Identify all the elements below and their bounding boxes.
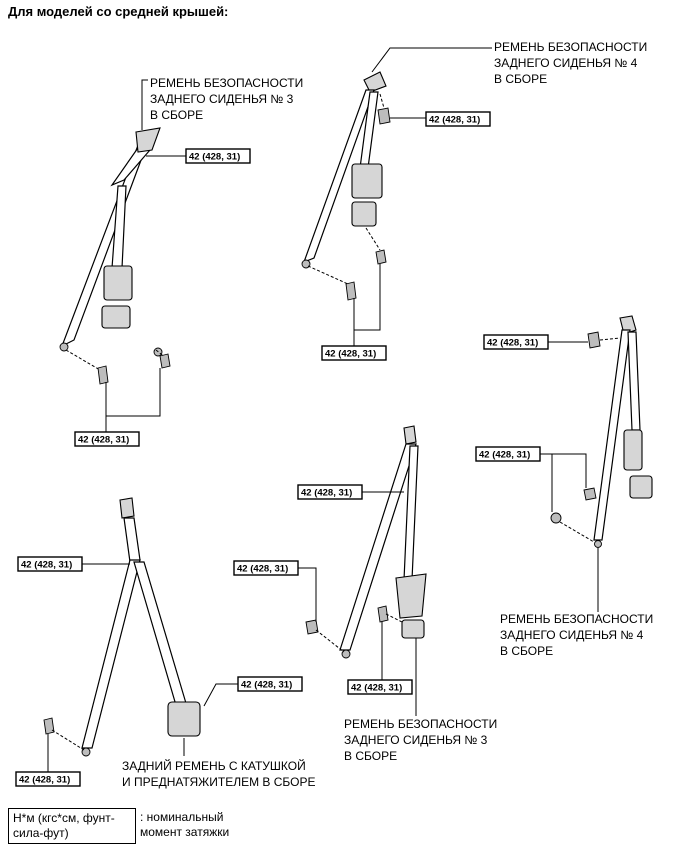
torque-value: 42 (428, 31) xyxy=(237,564,288,575)
torque-box: 42 (428, 31) xyxy=(483,334,549,350)
torque-value: 42 (428, 31) xyxy=(479,450,530,461)
label-rear-retractor: ЗАДНИЙ РЕМЕНЬ С КАТУШКОЙ И ПРЕДНАТЯЖИТЕЛ… xyxy=(122,758,316,789)
torque-box: 42 (428, 31) xyxy=(321,345,387,361)
torque-value: 42 (428, 31) xyxy=(487,338,538,349)
torque-value: 42 (428, 31) xyxy=(19,775,70,786)
torque-box: 42 (428, 31) xyxy=(297,484,363,500)
label-belt3-bottom: РЕМЕНЬ БЕЗОПАСНОСТИ ЗАДНЕГО СИДЕНЬЯ № 3 … xyxy=(344,717,501,763)
torque-box: 42 (428, 31) xyxy=(74,431,140,447)
label-belt3-top: РЕМЕНЬ БЕЗОПАСНОСТИ ЗАДНЕГО СИДЕНЬЯ № 3 … xyxy=(150,76,307,122)
torque-value: 42 (428, 31) xyxy=(301,488,352,499)
torque-box: 42 (428, 31) xyxy=(233,560,299,576)
torque-legend: Н*м (кгс*см, фунт-сила-фут): номинальный… xyxy=(8,808,229,844)
torque-value: 42 (428, 31) xyxy=(351,683,402,694)
torque-box: 42 (428, 31) xyxy=(425,111,491,127)
torque-value: 42 (428, 31) xyxy=(429,115,480,126)
torque-box: 42 (428, 31) xyxy=(17,556,83,572)
torque-box: 42 (428, 31) xyxy=(475,446,541,462)
diagram-title: Для моделей со средней крышей: xyxy=(8,4,229,19)
torque-value: 42 (428, 31) xyxy=(241,680,292,691)
rear-retractor-assembly xyxy=(43,497,238,772)
belt-assembly-4-right xyxy=(540,315,653,612)
torque-value: 42 (428, 31) xyxy=(21,560,72,571)
torque-box: 42 (428, 31) xyxy=(347,679,413,695)
torque-box: 42 (428, 31) xyxy=(15,771,81,787)
belt-assembly-4-top xyxy=(301,47,492,346)
torque-value: 42 (428, 31) xyxy=(189,152,240,163)
label-belt4-top: РЕМЕНЬ БЕЗОПАСНОСТИ ЗАДНЕГО СИДЕНЬЯ № 4 … xyxy=(494,40,651,86)
torque-value: 42 (428, 31) xyxy=(78,435,129,446)
belt-assembly-3-top xyxy=(59,79,186,432)
torque-box: 42 (428, 31) xyxy=(185,148,251,164)
label-belt4-right: РЕМЕНЬ БЕЗОПАСНОСТИ ЗАДНЕГО СИДЕНЬЯ № 4 … xyxy=(500,612,657,658)
torque-value: 42 (428, 31) xyxy=(325,349,376,360)
torque-box: 42 (428, 31) xyxy=(237,676,303,692)
belt-assembly-3-bottom xyxy=(298,425,427,716)
legend-unit-box: Н*м (кгс*см, фунт-сила-фут) xyxy=(8,808,136,844)
